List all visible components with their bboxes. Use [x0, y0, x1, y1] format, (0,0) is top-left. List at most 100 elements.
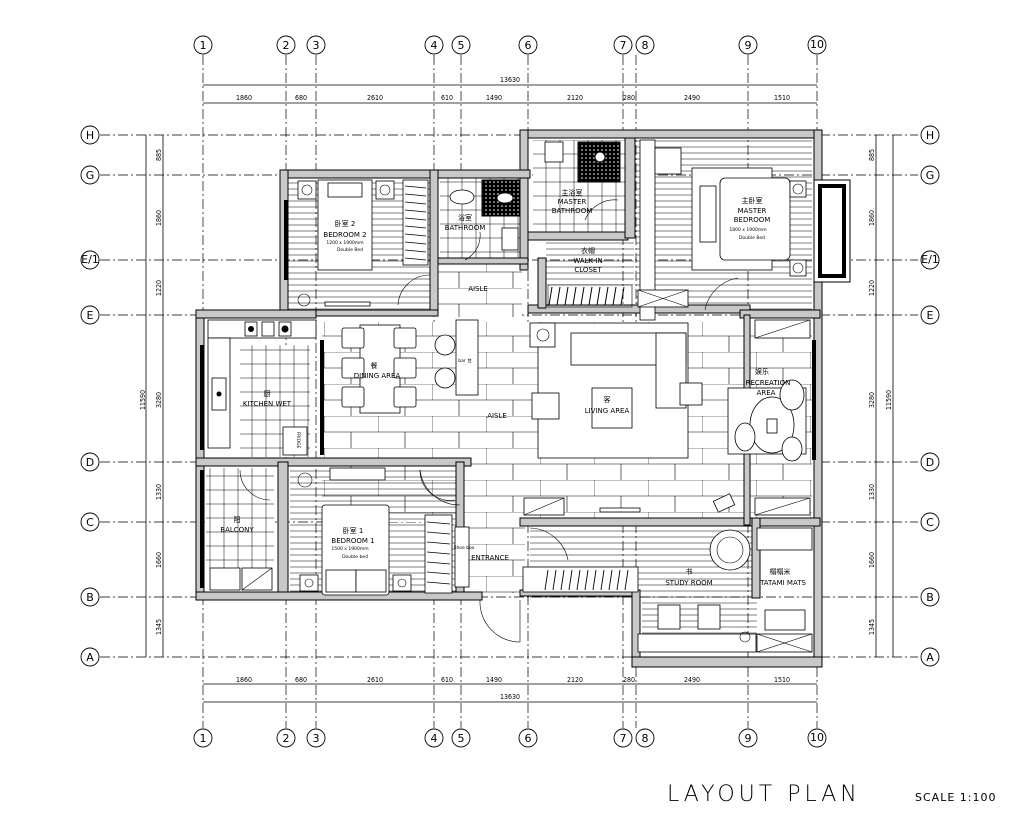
recreation-label-2: AREA — [757, 389, 776, 397]
dining-cn: 餐 — [371, 361, 378, 370]
shoe-box-label: Shoe box — [454, 545, 475, 551]
master-bedroom-label-2: BEDROOM — [734, 216, 771, 224]
living-label: LIVING AREA — [585, 407, 630, 415]
bedroom-1-size: 1500 x 1900mm — [331, 546, 368, 552]
entrance-label: ENTRANCE — [471, 554, 509, 562]
bedroom-1-label: BEDROOM 1 — [331, 537, 374, 545]
svg-text:9: 9 — [745, 732, 752, 745]
windows — [200, 179, 851, 588]
balcony-label: BALCONY — [220, 526, 254, 534]
svg-text:1: 1 — [200, 39, 207, 52]
master-bedroom-bed: Double Bed — [739, 235, 765, 241]
svg-text:9: 9 — [745, 39, 752, 52]
column-bubbles-top: 1 2 3 4 5 6 7 8 9 10 — [193, 35, 827, 55]
bar-label: bar 台 — [458, 357, 472, 364]
svg-text:E: E — [87, 309, 94, 322]
row-bubbles-right: H G E/1 E D C B A — [920, 125, 940, 667]
svg-text:2610: 2610 — [367, 94, 383, 102]
master-bathroom-label-1: MASTER — [558, 198, 587, 206]
svg-text:1490: 1490 — [486, 676, 502, 684]
aisle-mid-label: AISLE — [487, 412, 507, 420]
svg-text:610: 610 — [441, 676, 453, 684]
svg-text:2490: 2490 — [684, 94, 700, 102]
walk-in-closet-cn: 衣帽 — [581, 246, 595, 255]
svg-text:E/1: E/1 — [81, 253, 99, 266]
left-dimensions: 11590 885 1860 1220 3280 1330 1660 1345 — [139, 135, 164, 657]
svg-text:1345: 1345 — [155, 619, 163, 635]
svg-text:1345: 1345 — [868, 619, 876, 635]
svg-text:13630: 13630 — [500, 76, 520, 84]
bottom-dimensions: 13630 1860 680 2610 610 1490 2120 280 24… — [203, 676, 817, 703]
svg-text:E/1: E/1 — [921, 253, 939, 266]
svg-text:1330: 1330 — [155, 484, 163, 500]
svg-text:610: 610 — [441, 94, 453, 102]
plan-scale: SCALE 1:100 — [915, 791, 996, 804]
svg-text:1510: 1510 — [774, 94, 790, 102]
plan-title: LAYOUT PLAN — [667, 782, 861, 807]
svg-text:1330: 1330 — [868, 484, 876, 500]
svg-text:B: B — [86, 591, 94, 604]
master-suite-furniture — [544, 139, 807, 321]
living-cn: 客 — [604, 395, 611, 404]
svg-text:3: 3 — [313, 732, 320, 745]
svg-text:A: A — [926, 651, 934, 664]
svg-text:1: 1 — [200, 732, 207, 745]
svg-text:885: 885 — [155, 149, 163, 161]
svg-text:280: 280 — [623, 676, 635, 684]
svg-text:2: 2 — [283, 39, 290, 52]
tatami-cn: 榻榻米 — [770, 567, 791, 576]
bathroom-fixtures — [449, 179, 521, 261]
svg-text:4: 4 — [431, 732, 438, 745]
svg-text:7: 7 — [620, 39, 627, 52]
svg-text:G: G — [86, 169, 95, 182]
svg-text:B: B — [926, 591, 934, 604]
walk-in-closet-label-2: CLOSET — [574, 266, 602, 274]
dining-label: DINING AREA — [354, 372, 401, 380]
bedroom-1-bed: Double bed — [342, 554, 368, 560]
svg-text:1860: 1860 — [236, 94, 252, 102]
study-cn: 书 — [686, 567, 693, 576]
row-bubbles-left: H G E/1 E D C B A — [80, 125, 100, 667]
recreation-label-1: RECREATION — [746, 379, 791, 387]
bedroom-1-furniture — [209, 467, 456, 596]
walk-in-closet-label-1: WALK IN — [573, 257, 602, 265]
svg-text:3: 3 — [313, 39, 320, 52]
svg-text:5: 5 — [458, 39, 465, 52]
svg-text:3280: 3280 — [868, 392, 876, 408]
kitchen-furniture — [207, 319, 317, 456]
balcony-cn: 阳 — [234, 515, 241, 524]
svg-text:D: D — [926, 456, 934, 469]
entrance-study-furniture — [454, 526, 813, 653]
svg-text:8: 8 — [642, 39, 649, 52]
svg-text:1860: 1860 — [868, 210, 876, 226]
svg-text:E: E — [927, 309, 934, 322]
column-bubbles-bottom: 1 2 3 4 5 6 7 8 9 10 — [193, 728, 827, 748]
bedroom-2-label: BEDROOM 2 — [323, 231, 366, 239]
living-furniture — [419, 319, 811, 516]
master-bathroom-cn: 主浴室 — [562, 188, 583, 197]
study-label: STUDY ROOM — [665, 579, 712, 587]
bedroom-2-size: 1200 x 1900mm — [326, 240, 363, 246]
kitchen-label: KITCHEN WET — [243, 400, 292, 408]
svg-text:1490: 1490 — [486, 94, 502, 102]
svg-text:G: G — [926, 169, 935, 182]
svg-text:6: 6 — [525, 732, 532, 745]
svg-text:2490: 2490 — [684, 676, 700, 684]
svg-text:H: H — [926, 129, 934, 142]
svg-text:1860: 1860 — [236, 676, 252, 684]
kitchen-cn: 厨 — [264, 390, 271, 398]
svg-text:10: 10 — [810, 38, 824, 51]
aisle-top-label: AISLE — [468, 285, 488, 293]
top-dimensions: 13630 1860 680 2610 610 1490 2120 280 24… — [203, 76, 817, 104]
svg-text:11590: 11590 — [885, 390, 893, 410]
svg-text:1660: 1660 — [868, 552, 876, 568]
master-bedroom-cn: 主卧室 — [742, 196, 763, 205]
svg-text:13630: 13630 — [500, 693, 520, 701]
tatami-label: TATAMI MATS — [759, 579, 806, 587]
room-labels: 卧室 2 BEDROOM 2 1200 x 1900mm Double Bed … — [220, 188, 806, 587]
svg-text:C: C — [926, 516, 934, 529]
dining-furniture — [341, 319, 479, 414]
svg-text:680: 680 — [295, 94, 307, 102]
svg-text:1510: 1510 — [774, 676, 790, 684]
bedroom-1-cn: 卧室 1 — [343, 526, 364, 535]
